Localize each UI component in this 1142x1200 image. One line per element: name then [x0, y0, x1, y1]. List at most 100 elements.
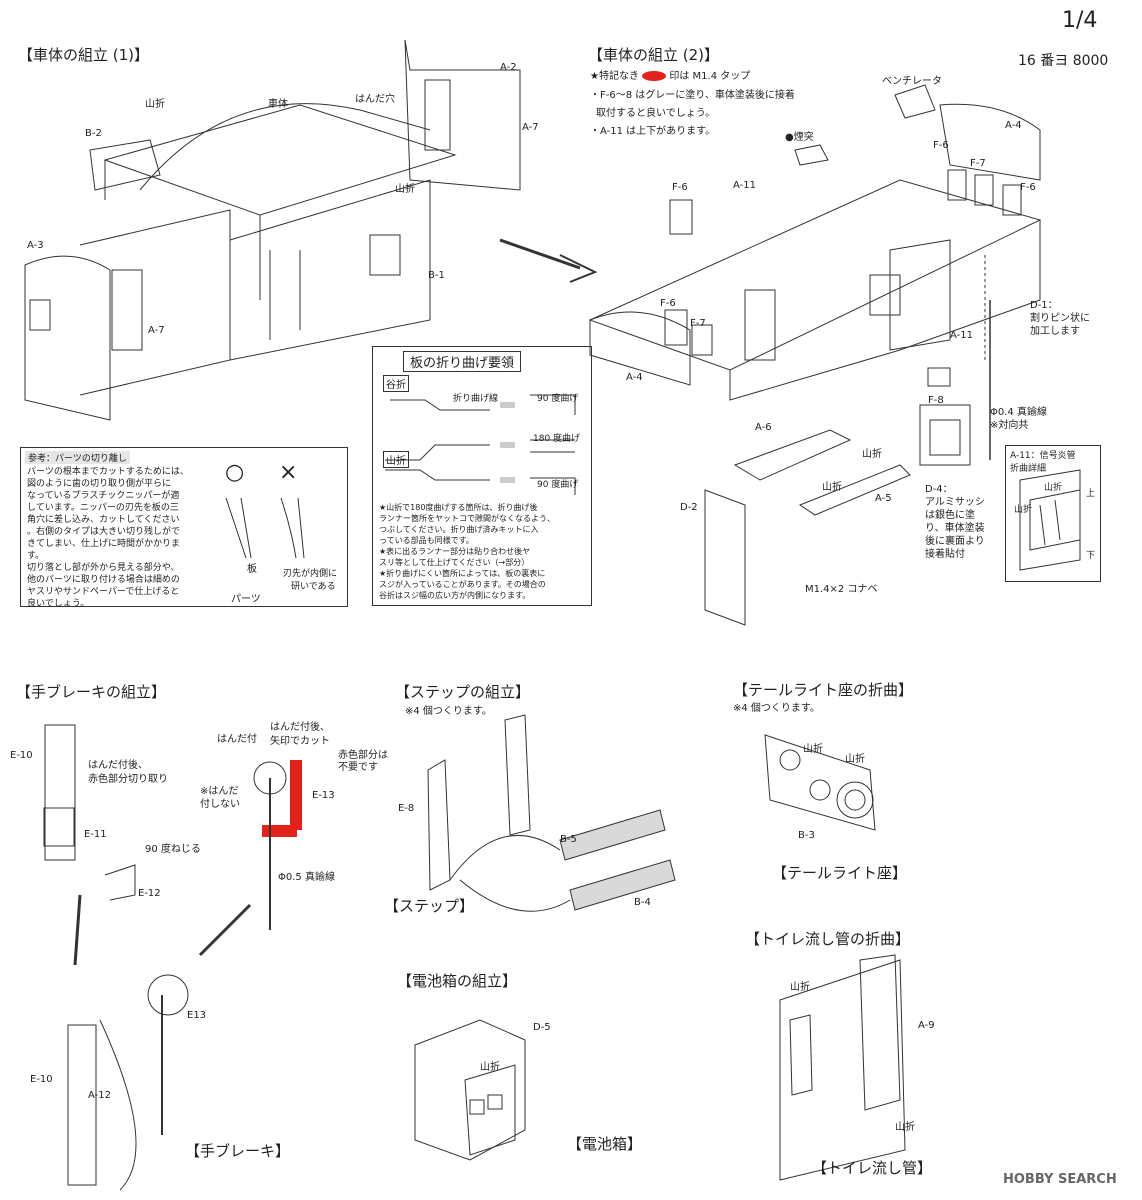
reference-line: 他のパーツに取り付ける場合は細めの [27, 575, 180, 585]
battery-box-title: 【電池箱の組立】 [397, 972, 518, 990]
label-180deg: 180 度曲げ [533, 434, 581, 444]
label-f7: F-7 [970, 158, 986, 169]
label-yamaori: 山折 [790, 982, 810, 993]
taillight-title: 【テールライト座の折曲】 [733, 681, 914, 699]
label-e10: E-10 [30, 1074, 53, 1085]
label-a11: A-11 [733, 180, 756, 191]
reference-text: パーツの根本までカットするためには、 図のように歯の切り取り側が平らに なってい… [27, 466, 217, 610]
label-b3: B-3 [798, 830, 815, 841]
reference-line: す。 [27, 551, 45, 561]
handbrake-drawing [43, 724, 302, 1191]
label-a9: A-9 [918, 1020, 935, 1031]
step-note: ※4 個つくります。 [405, 706, 492, 717]
bend-note-line: っている部品も同様です。 [379, 536, 474, 545]
paint-note: ・F-6～8 はグレーに塗り、車体塗装後に接着 [590, 90, 795, 101]
label-d1-note-2: 加工します [1030, 326, 1080, 337]
label-yamaori: 山折 [395, 184, 415, 195]
bend-guide-box: 板の折り曲げ要領 谷折 折り曲げ線 90 度曲げ 180 度曲げ 山折 90 度… [372, 346, 592, 606]
toilet-pipe-caption: 【トイレ流し管】 [812, 1159, 933, 1177]
label-f6: F-6 [660, 298, 676, 309]
label-yamaori: 山折 [480, 1062, 500, 1073]
label-entotsu: ●煙突 [785, 132, 814, 143]
label-f6: F-6 [933, 140, 949, 151]
label-d4: D-4： [925, 484, 953, 495]
label-cut-note-2: 矢印でカット [270, 736, 330, 747]
a11-detail-box: A-11：信号炎管 折曲詳細 山折 上 山折 下 [1005, 445, 1101, 582]
tap-note-prefix: ★特記なき [590, 71, 639, 82]
label-brass-wire: Φ0.4 真鍮線 [990, 407, 1047, 418]
bend-note-line: スジが入っていることがあります。その場合の [379, 580, 546, 589]
label-b1: B-1 [428, 270, 445, 281]
label-e13: E13 [187, 1010, 207, 1021]
label-blade: 刃先が内側に [283, 569, 338, 579]
label-yamaori: 山折 [145, 99, 165, 110]
a11-detail-drawing [1029, 489, 1081, 551]
reference-line: 良いでしょう。 [27, 599, 90, 609]
label-red-unneeded-2: 不要です [338, 762, 378, 773]
bend-guide-title: 板の折り曲げ要領 [403, 351, 522, 372]
label-yamaori: 山折 [822, 482, 842, 493]
label-red-unneeded: 赤色部分は [338, 750, 388, 761]
label-no-solder: ※はんだ [200, 786, 239, 797]
section2-title: 【車体の組立 (2)】 [588, 46, 720, 64]
label-blade-2: 研いである [291, 582, 336, 592]
bend-note-line: ★山折で180度曲げする箇所は、折り曲げ後 [379, 503, 538, 512]
label-solder: はんだ付 [217, 734, 257, 745]
label-f6: F-6 [1020, 182, 1036, 193]
label-brake-note: はんだ付後、 [88, 760, 148, 771]
tap-note: ★特記なき 印は M1.4 タップ [590, 67, 750, 82]
label-d1: D-1： [1030, 300, 1058, 311]
battery-box-caption: 【電池箱】 [567, 1135, 643, 1153]
label-ita: 板 [247, 564, 257, 575]
label-d1-note: 割りピン状に [1030, 313, 1090, 324]
label-e8: E-8 [398, 803, 415, 814]
label-b2: B-2 [85, 128, 102, 139]
label-yamaori: 山折 [1044, 483, 1063, 493]
taillight-caption: 【テールライト座】 [772, 864, 908, 882]
label-ventilator: ベンチレータ [882, 76, 942, 87]
reference-line: きてしまい、仕上げに時間がかかりま [27, 539, 181, 549]
label-screw: M1.4×2 コナベ [805, 584, 878, 595]
bend-note-line: ★折り曲げにくい箇所によっては、板の裏表に [379, 569, 546, 578]
reference-line: ヤスリやサンドペーパーで仕上げると [27, 587, 180, 597]
a11-note: ・A-11 は上下があります。 [590, 126, 716, 137]
label-shatai: 車体 [268, 99, 288, 110]
bend-note-line: 谷折はスジ幅の広い方が内側になります。 [379, 591, 531, 600]
bend-note-line: ランナー箇所をヤットコで隙間がなくなるよう、 [379, 514, 555, 523]
label-e10: E-10 [10, 750, 33, 761]
label-brass-wire: Φ0.5 真鍮線 [278, 872, 335, 883]
reference-title: 参考：パーツの切り離し [25, 451, 130, 464]
label-e11: E-11 [84, 829, 107, 840]
toilet-pipe-drawing [779, 954, 906, 1181]
label-d4-note: 後に裏面より [925, 536, 985, 547]
label-a11: A-11 [950, 330, 973, 341]
label-d4-note: 接着貼付 [925, 549, 965, 560]
a11-detail-title-2: 折曲詳細 [1010, 464, 1047, 474]
label-b4: B-4 [634, 897, 651, 908]
section1-title: 【車体の組立 (1)】 [18, 46, 150, 64]
paint-note-2: 取付すると良いでしょう。 [596, 108, 716, 119]
bend-guide-drawing [385, 394, 576, 495]
label-a4: A-4 [626, 372, 643, 383]
step-caption: 【ステップ】 [384, 897, 475, 915]
label-twist: 90 度ねじる [145, 844, 201, 855]
label-f6: F-6 [672, 182, 688, 193]
taillight-drawing [764, 734, 876, 831]
body-assembly-1-drawing [24, 39, 598, 421]
label-e12: E-12 [138, 888, 161, 899]
bend-note-line: スリ等として仕上げてください（→部分） [379, 558, 530, 567]
reference-line: しています。ニッパーの刃先を板の三 [27, 503, 179, 513]
label-a12: A-12 [88, 1090, 111, 1101]
label-f8: F-8 [928, 395, 944, 406]
nipper-icon [225, 497, 305, 559]
bend-notes: ★山折で180度曲げする箇所は、折り曲げ後 ランナー箇所をヤットコで隙間がなくな… [379, 502, 587, 601]
label-d4-note: アルミサッシ [925, 497, 985, 508]
reference-line: なっているプラスチックニッパーが適 [27, 491, 180, 501]
label-brass-wire-note: ※対向共 [990, 420, 1029, 431]
label-yamaori: 山折 [803, 744, 823, 755]
label-no-solder-2: 付しない [200, 799, 240, 810]
label-parts: パーツ [231, 594, 261, 605]
label-a6: A-6 [755, 422, 772, 433]
reference-line: 切り落とし部が外から見える部分や、 [27, 563, 180, 573]
label-brake-note-2: 赤色部分切り取り [88, 774, 168, 785]
